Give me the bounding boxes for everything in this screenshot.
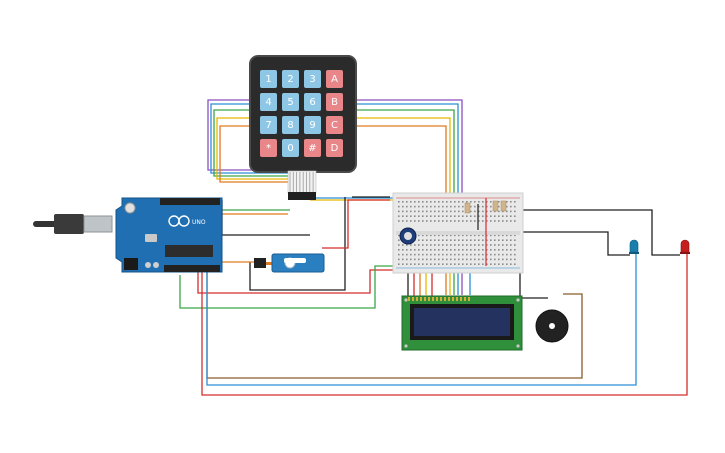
digital-header bbox=[160, 198, 220, 205]
capacitor-2 bbox=[153, 262, 159, 268]
wire-blue-loop[interactable] bbox=[206, 254, 637, 386]
lcd-display[interactable] bbox=[401, 295, 523, 351]
reset-button[interactable] bbox=[124, 202, 136, 214]
usb-port bbox=[83, 215, 113, 233]
wire-red-breadboard[interactable] bbox=[322, 199, 390, 249]
keypad-key-label: 5 bbox=[287, 97, 293, 108]
keypad-key[interactable]: * bbox=[260, 139, 277, 157]
board-label: UNO bbox=[192, 219, 206, 226]
keypad-key[interactable]: A bbox=[326, 70, 343, 88]
keypad-key-label: C bbox=[331, 120, 338, 131]
keypad-key-label: 8 bbox=[287, 120, 293, 131]
keypad-key[interactable]: 1 bbox=[260, 70, 277, 88]
wire-green-lower[interactable] bbox=[179, 265, 400, 309]
servo-motor[interactable] bbox=[254, 253, 325, 273]
wire-red-servo[interactable] bbox=[197, 262, 400, 294]
keypad-key[interactable]: # bbox=[304, 139, 321, 157]
keypad-key-label: 4 bbox=[265, 97, 271, 108]
keypad-key-label: 9 bbox=[309, 120, 315, 131]
wire-black-top[interactable] bbox=[221, 197, 346, 291]
keypad[interactable]: 1 2 3 A 4 5 6 B 7 8 9 C * 0 # D bbox=[249, 55, 357, 200]
keypad-key-label: 2 bbox=[287, 74, 293, 85]
keypad-key[interactable]: 9 bbox=[304, 116, 321, 134]
keypad-key[interactable]: 6 bbox=[304, 93, 321, 111]
power-analog-header bbox=[164, 265, 220, 272]
keypad-key-label: 6 bbox=[309, 97, 315, 108]
keypad-key-label: A bbox=[331, 74, 338, 85]
keypad-key-label: D bbox=[331, 143, 339, 154]
resistor-3 bbox=[500, 200, 507, 212]
keypad-key-label: B bbox=[331, 97, 338, 108]
wire-red-loop[interactable] bbox=[201, 254, 688, 396]
keypad-key-label: # bbox=[308, 143, 316, 154]
keypad-key-label: 1 bbox=[265, 74, 271, 85]
breadboard[interactable] bbox=[392, 192, 524, 274]
keypad-key[interactable]: 2 bbox=[282, 70, 299, 88]
keypad-key-label: 3 bbox=[309, 74, 315, 85]
potentiometer[interactable] bbox=[399, 227, 417, 245]
keypad-connector bbox=[287, 170, 317, 200]
usb-plug bbox=[54, 214, 84, 234]
keypad-key[interactable]: 8 bbox=[282, 116, 299, 134]
arduino-uno[interactable]: UNO bbox=[33, 197, 223, 273]
keypad-key-label: 0 bbox=[287, 143, 293, 154]
keypad-key[interactable]: C bbox=[326, 116, 343, 134]
wire-buzzer-brown[interactable] bbox=[206, 262, 583, 379]
keypad-key[interactable]: 3 bbox=[304, 70, 321, 88]
power-jack bbox=[124, 258, 138, 270]
buzzer-hole bbox=[549, 323, 555, 329]
servo-connector bbox=[254, 258, 266, 268]
keypad-key[interactable]: D bbox=[326, 139, 343, 157]
capacitor-1 bbox=[145, 262, 151, 268]
resistor-2 bbox=[492, 200, 499, 212]
crystal bbox=[145, 234, 157, 242]
keypad-key[interactable]: 7 bbox=[260, 116, 277, 134]
blue-led[interactable] bbox=[629, 239, 639, 254]
wires bbox=[179, 99, 688, 396]
keypad-key-label: 7 bbox=[265, 120, 271, 131]
wire-led-red[interactable] bbox=[505, 209, 680, 256]
keypad-key[interactable]: 0 bbox=[282, 139, 299, 157]
microcontroller-chip bbox=[165, 245, 213, 257]
piezo-buzzer[interactable] bbox=[535, 309, 569, 343]
arduino-logo-icon bbox=[168, 215, 190, 227]
resistor-1 bbox=[464, 202, 471, 214]
red-led[interactable] bbox=[680, 239, 690, 254]
keypad-keys: 1 2 3 A 4 5 6 B 7 8 9 C * 0 # D bbox=[260, 70, 343, 157]
keypad-key[interactable]: 4 bbox=[260, 93, 277, 111]
keypad-key[interactable]: 5 bbox=[282, 93, 299, 111]
keypad-key[interactable]: B bbox=[326, 93, 343, 111]
lcd-screen bbox=[414, 308, 510, 336]
keypad-key-label: * bbox=[266, 143, 271, 154]
